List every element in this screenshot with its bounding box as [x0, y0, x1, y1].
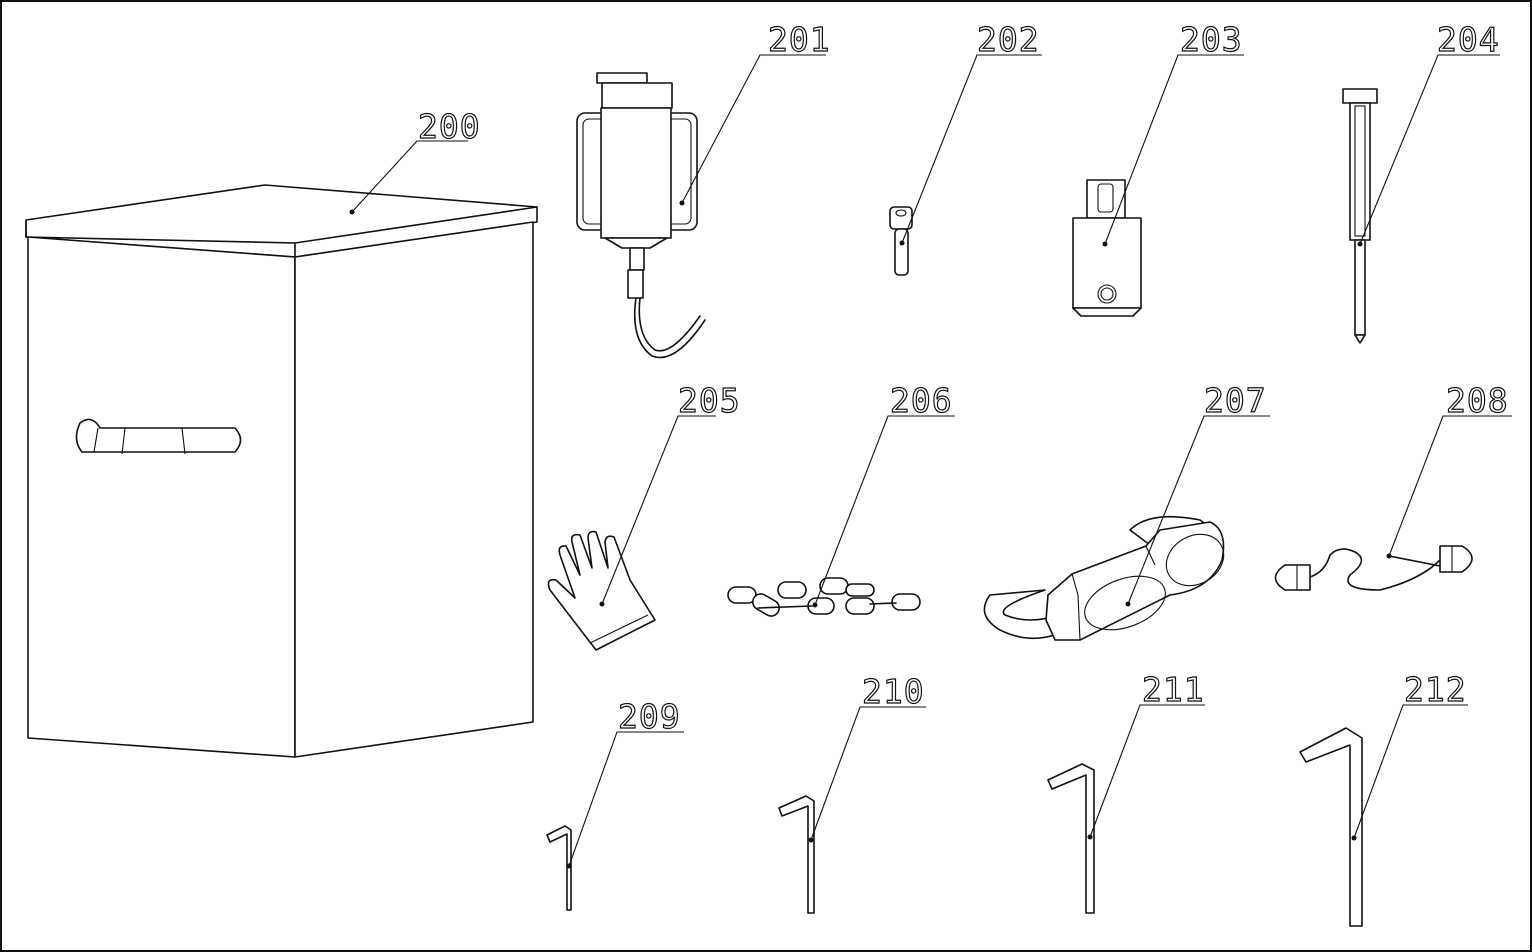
- svg-text:206: 206: [890, 381, 953, 420]
- svg-text:201: 201: [768, 20, 831, 59]
- label-208: 208: [1386, 380, 1512, 559]
- hex-key-209: [546, 825, 572, 911]
- label-209: 209: [566, 696, 684, 869]
- spray-bottle-201: [576, 72, 706, 359]
- bolt-202: [889, 206, 913, 276]
- label-203: 203: [1102, 19, 1244, 247]
- svg-text:209: 209: [618, 697, 681, 736]
- svg-text:210: 210: [862, 672, 925, 711]
- svg-text:203: 203: [1180, 20, 1243, 59]
- label-201: 201: [679, 19, 831, 206]
- storage-box-200: [25, 184, 538, 758]
- earplugs-208: [1274, 545, 1473, 591]
- reference-labels: 200 201 202 203 204 205 206 207 208 209 …: [349, 19, 1512, 869]
- hex-key-210: [778, 795, 815, 914]
- label-212: 212: [1351, 669, 1468, 841]
- label-210: 210: [808, 671, 926, 843]
- svg-text:212: 212: [1404, 670, 1467, 709]
- glove-205: [547, 530, 656, 651]
- label-211: 211: [1087, 669, 1205, 840]
- svg-text:202: 202: [977, 20, 1040, 59]
- hex-key-211: [1047, 763, 1095, 914]
- label-206: 206: [812, 380, 955, 608]
- hex-key-212: [1299, 727, 1363, 927]
- svg-text:205: 205: [678, 381, 741, 420]
- label-202: 202: [899, 19, 1042, 246]
- ground-pin-204: [1342, 88, 1378, 344]
- label-207: 207: [1125, 380, 1270, 607]
- connector-block-203: [1072, 179, 1142, 317]
- svg-text:211: 211: [1142, 670, 1205, 709]
- svg-text:200: 200: [418, 107, 481, 146]
- chain-206: [727, 577, 921, 617]
- label-205: 205: [599, 380, 741, 607]
- goggles-207: [983, 515, 1225, 641]
- svg-text:204: 204: [1437, 20, 1500, 59]
- label-204: 204: [1357, 19, 1500, 247]
- label-200: 200: [349, 106, 481, 215]
- box-handle: [75, 418, 242, 455]
- svg-text:208: 208: [1446, 381, 1509, 420]
- svg-text:207: 207: [1204, 381, 1267, 420]
